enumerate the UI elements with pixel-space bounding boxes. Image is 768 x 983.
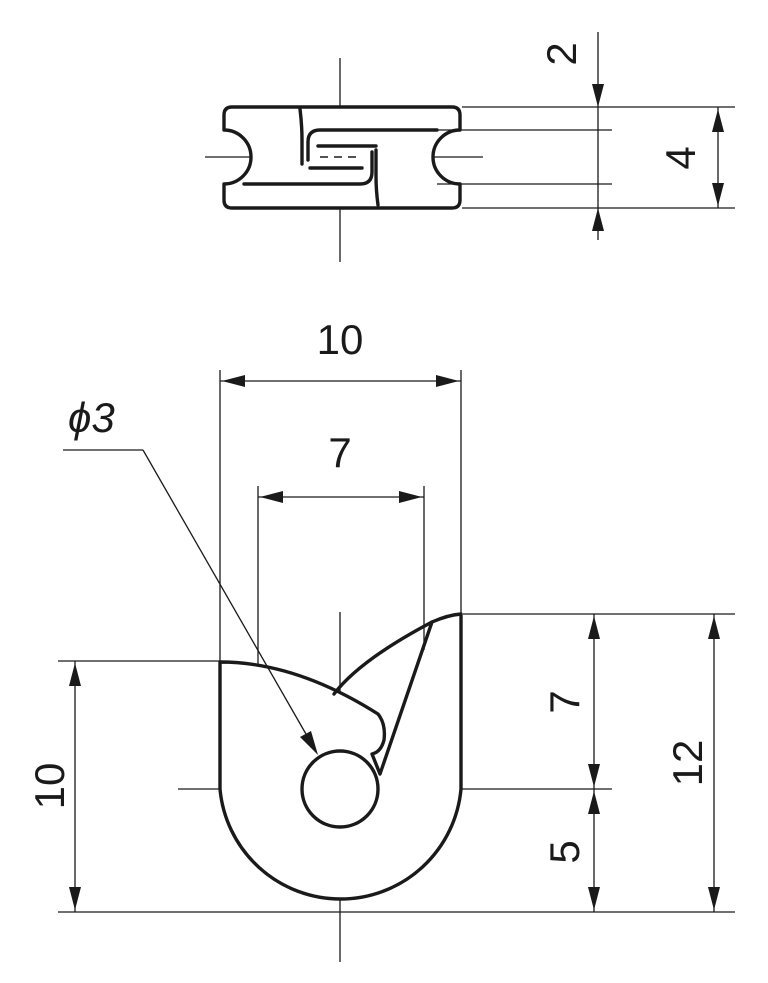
- front-view-hole: [300, 749, 380, 829]
- front-view-notch-left: [332, 620, 434, 696]
- dim-5-height-arrow-bottom: [588, 887, 600, 910]
- dim-7-width-arrow-right: [399, 491, 422, 503]
- dim-7-height-arrow-top: [588, 616, 600, 639]
- dim-10-width-label: 10: [317, 316, 364, 363]
- dim-7-height-label: 7: [541, 690, 588, 713]
- dim-7-width-label: 7: [328, 429, 351, 476]
- dim-7-width-arrow-left: [260, 491, 283, 503]
- hole-diameter-label: ϕ3: [68, 394, 115, 441]
- dim-4-arrow-top: [712, 109, 724, 132]
- dim-4-label: 4: [657, 146, 704, 169]
- dim-10-height-label: 10: [26, 763, 73, 810]
- dim-12-height-arrow-bottom: [708, 887, 720, 910]
- top-view-web-right: [374, 148, 380, 207]
- dim-10-width-arrow-right: [436, 375, 459, 387]
- dim-2-label: 2: [538, 42, 585, 65]
- dim-10-width-arrow-left: [222, 375, 245, 387]
- front-view: 10 7 ϕ3 10 7 5 12: [26, 316, 735, 962]
- hole-leader-arrow: [300, 731, 318, 755]
- top-view-lower-slot: [242, 150, 374, 186]
- top-view-web-left: [298, 107, 304, 166]
- top-view-upper-slot: [306, 128, 439, 162]
- hole-leader-diagonal: [142, 449, 315, 749]
- dim-10-height-arrow-bottom: [69, 887, 81, 910]
- dim-7-height-arrow-bottom: [588, 764, 600, 787]
- dim-2-arrow-top: [592, 84, 604, 107]
- dim-10-height-arrow-top: [69, 663, 81, 686]
- dim-12-height-label: 12: [664, 740, 711, 787]
- dim-5-height-arrow-top: [588, 791, 600, 814]
- dim-12-height-arrow-top: [708, 616, 720, 639]
- top-view: 2 4: [205, 32, 735, 262]
- dim-4-arrow-bottom: [712, 183, 724, 206]
- dim-5-height-label: 5: [541, 840, 588, 863]
- dim-2-arrow-bottom: [592, 208, 604, 231]
